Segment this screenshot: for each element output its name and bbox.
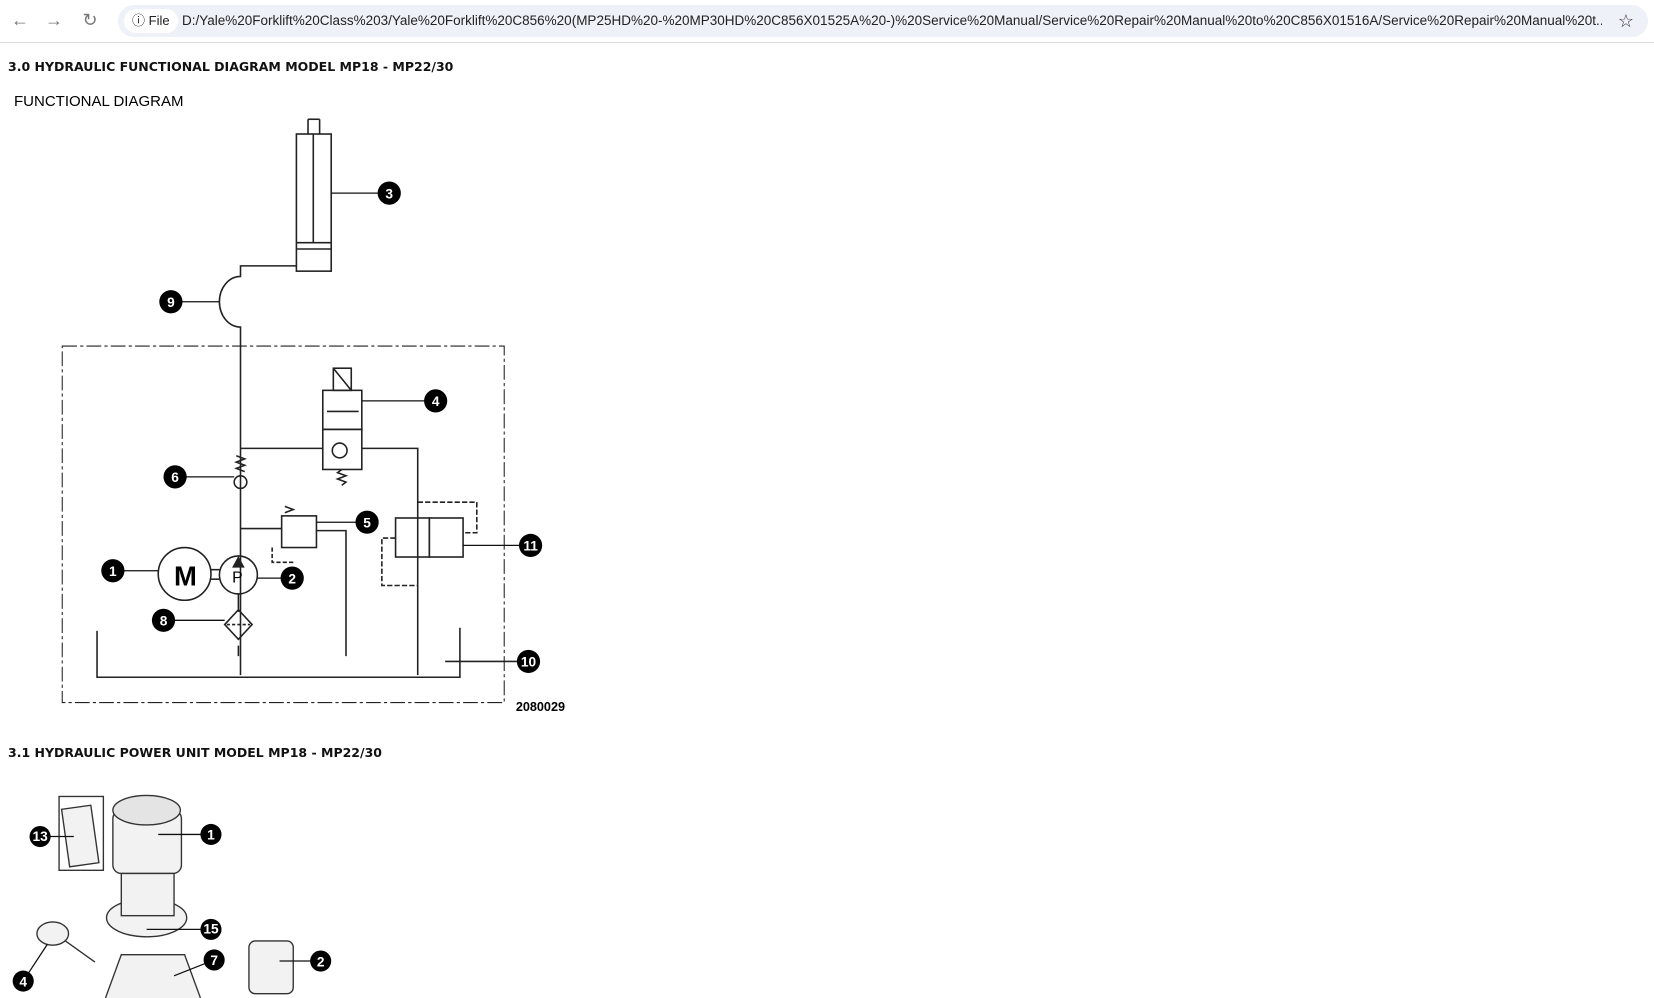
callout-10: 8 <box>151 608 176 632</box>
svg-text:6: 6 <box>171 470 179 485</box>
chip-label: File <box>148 13 170 28</box>
reload-icon[interactable]: ↻ <box>82 10 98 30</box>
callout-15: 15 <box>200 918 222 940</box>
svg-text:11: 11 <box>523 539 538 554</box>
svg-text:1: 1 <box>207 828 215 843</box>
callout-4: 4 <box>12 970 34 992</box>
power-unit-callouts: 13 1 15 4 7 2 <box>12 823 332 992</box>
svg-text:2: 2 <box>317 954 325 969</box>
power-unit-illustration <box>36 794 294 998</box>
diagram-subtitle: FUNCTIONAL DIAGRAM <box>14 93 184 110</box>
info-icon: ⓘ <box>132 13 146 28</box>
svg-text:3: 3 <box>385 186 393 201</box>
back-icon[interactable]: ← <box>11 10 29 30</box>
browser-toolbar: ← → ↻ ⓘ File D:/Yale%20Forklift%20Class%… <box>0 0 1654 43</box>
callout-1: 1 <box>200 823 222 845</box>
svg-text:7: 7 <box>210 953 218 968</box>
svg-text:15: 15 <box>203 922 219 937</box>
callout-1: 1 <box>101 559 125 583</box>
callout-9: 9 <box>159 290 183 314</box>
callout-2: 2 <box>310 950 332 972</box>
callout-8: 10 <box>516 649 541 674</box>
svg-text:8: 8 <box>160 614 168 629</box>
svg-text:1: 1 <box>109 564 117 579</box>
callout-3: 3 <box>377 181 401 205</box>
forward-icon[interactable]: → <box>45 10 63 30</box>
svg-text:5: 5 <box>363 515 371 530</box>
site-info-chip[interactable]: ⓘ File <box>124 9 178 33</box>
svg-text:13: 13 <box>32 829 48 844</box>
callout-4: 4 <box>424 389 448 413</box>
section-heading-3-0: 3.0 HYDRAULIC FUNCTIONAL DIAGRAM MODEL M… <box>8 59 454 74</box>
bookmark-star-icon[interactable]: ☆ <box>1617 11 1634 31</box>
svg-text:4: 4 <box>432 394 440 409</box>
callout-2: 2 <box>280 566 304 590</box>
svg-text:4: 4 <box>19 974 27 989</box>
callouts: 3 9 4 6 5 11 1 2 8 10 <box>101 181 543 674</box>
motor-symbol: M <box>174 560 197 591</box>
section-heading-3-1: 3.1 HYDRAULIC POWER UNIT MODEL MP18 - MP… <box>8 745 382 760</box>
pump-symbol: P <box>232 569 243 586</box>
svg-text:10: 10 <box>521 655 537 670</box>
callout-6: 6 <box>163 465 187 489</box>
url-text[interactable]: D:/Yale%20Forklift%20Class%203/Yale%20Fo… <box>182 13 1602 28</box>
figure-id: 2080029 <box>516 700 565 714</box>
callout-7: 7 <box>203 949 225 971</box>
callout-11: 11 <box>518 533 543 558</box>
callout-5: 5 <box>355 510 379 534</box>
address-bar[interactable]: ⓘ File D:/Yale%20Forklift%20Class%203/Ya… <box>118 5 1648 37</box>
svg-text:2: 2 <box>288 571 296 586</box>
svg-text:9: 9 <box>167 295 175 310</box>
callout-13: 13 <box>29 826 51 848</box>
